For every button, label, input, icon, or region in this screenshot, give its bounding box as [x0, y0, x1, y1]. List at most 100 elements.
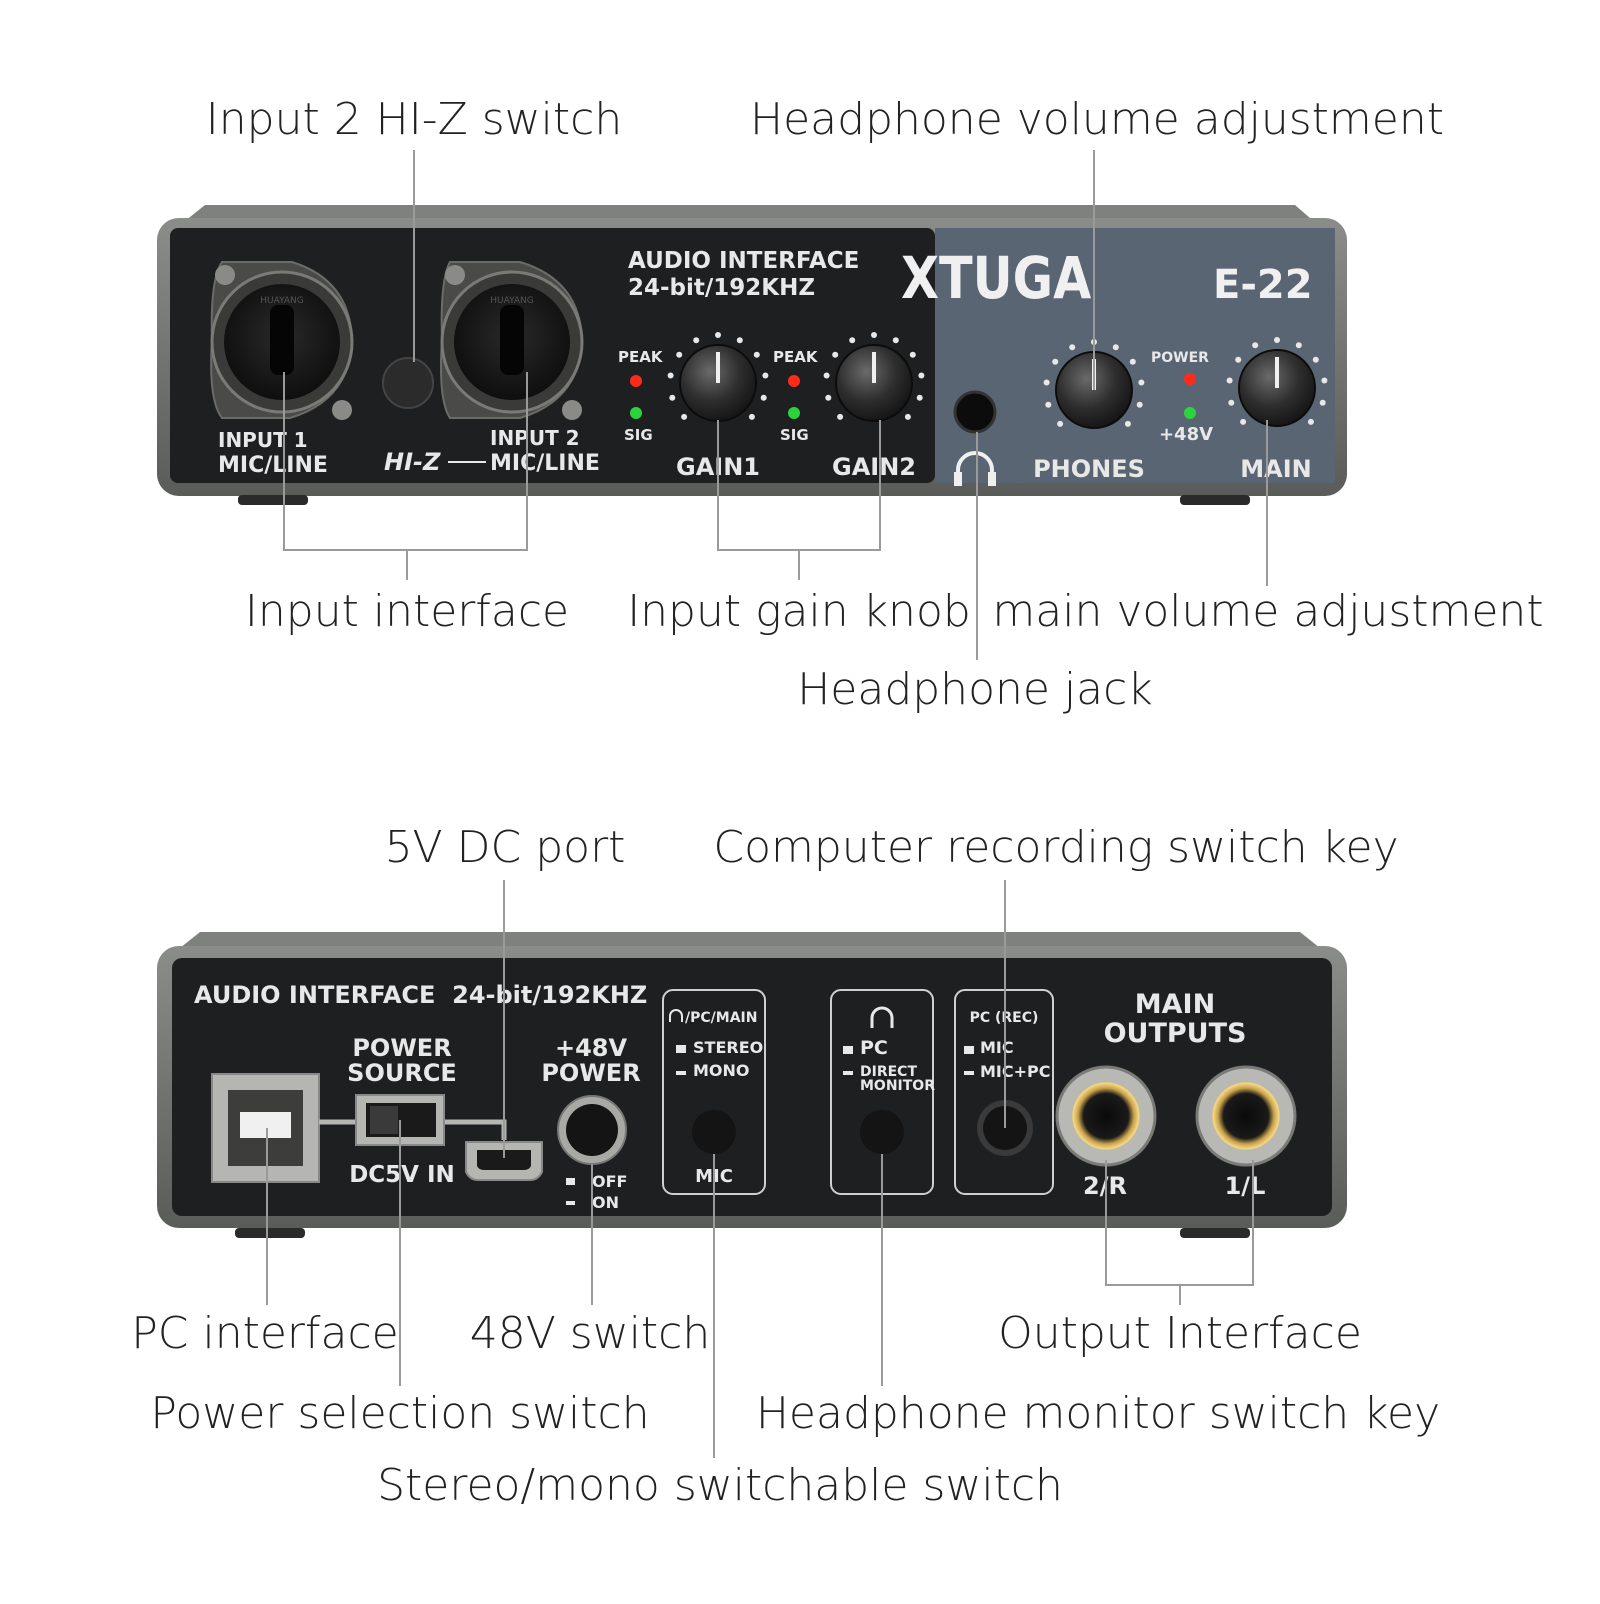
direct-indicator-icon: [843, 1071, 853, 1075]
on-indicator-icon: [566, 1201, 575, 1205]
front-device: HUAYANG HUAYANG INPUT 1 MIC/LINE INPUT 2…: [157, 205, 1347, 505]
phantom-led: [1184, 407, 1196, 419]
input1-label-line1: INPUT 1: [218, 428, 308, 452]
peak-label-2: PEAK: [773, 348, 819, 366]
leader-input-bracket: [283, 372, 528, 551]
pc-label: PC: [860, 1037, 888, 1059]
main-outputs-line1: MAIN: [1135, 989, 1215, 1020]
off-indicator-icon: [566, 1178, 575, 1185]
headphone-icon: [956, 451, 994, 484]
knob-tick-icon: [693, 337, 700, 344]
callout-pc-interface: PC interface: [131, 1308, 398, 1359]
knob-tick-icon: [667, 372, 674, 379]
knob-tick-icon: [837, 413, 844, 420]
gain1-knob[interactable]: [679, 344, 757, 422]
peak-label-1: PEAK: [618, 348, 664, 366]
callout-stereo-mono: Stereo/mono switchable switch: [377, 1460, 1063, 1511]
knob-tick-icon: [1124, 420, 1131, 427]
xlr-brand-mark: HUAYANG: [490, 296, 534, 306]
knob-tick-icon: [1043, 379, 1050, 386]
screw-icon: [562, 400, 582, 420]
knob-tick-icon: [1319, 399, 1326, 406]
callout-power-selection: Power selection switch: [150, 1388, 649, 1439]
knob-tick-icon: [760, 394, 767, 401]
callout-pc-recording: Computer recording switch key: [713, 822, 1398, 873]
dc-5v-port[interactable]: [465, 1141, 543, 1181]
callout-output-interface: Output Interface: [998, 1308, 1362, 1359]
knob-tick-icon: [892, 337, 899, 344]
callout-dc-port: 5V DC port: [385, 822, 626, 873]
power-led: [1184, 373, 1196, 385]
knob-tick-icon: [825, 394, 832, 401]
callout-input-gain: Input gain knob: [627, 586, 971, 637]
phantom-power-switch[interactable]: [557, 1095, 627, 1165]
output-jack-1l[interactable]: [1195, 1065, 1297, 1167]
knob-tick-icon: [1112, 344, 1119, 351]
headphone-jack[interactable]: [953, 390, 997, 434]
knob-tick-icon: [753, 351, 760, 358]
input1-label-line2: MIC/LINE: [218, 453, 328, 478]
knob-tick-icon: [1274, 337, 1280, 343]
headphone-icon-earcup-right: [988, 472, 996, 486]
front-foot-left: [238, 495, 308, 505]
front-callouts: Input 2 HI-Z switch Headphone volume adj…: [206, 94, 1544, 715]
direct-monitor-line2: MONITOR: [860, 1078, 935, 1094]
phantom-power-line1: +48V: [555, 1034, 628, 1062]
knob-tick-icon: [904, 413, 911, 420]
input2-xlr-combo-jack[interactable]: HUAYANG: [440, 261, 584, 420]
headphone-icon: [669, 1009, 683, 1022]
direct-monitor-switch[interactable]: [860, 1110, 904, 1154]
callout-main-volume: main volume adjustment: [992, 586, 1543, 637]
sig-led-2: [788, 407, 800, 419]
direct-monitor-line1: DIRECT: [860, 1064, 917, 1080]
power-led-label: POWER: [1151, 350, 1209, 366]
rear-foot-left: [235, 1228, 305, 1238]
screw-icon: [332, 400, 352, 420]
rear-black-panel: [172, 958, 1332, 1216]
knob-tick-icon: [1312, 356, 1319, 363]
peak-led-1: [630, 375, 642, 387]
rear-callouts: 5V DC port Computer recording switch key…: [131, 822, 1440, 1511]
front-title-line1: AUDIO INTERFACE: [628, 248, 859, 274]
knob-tick-icon: [715, 332, 721, 338]
knob-tick-icon: [1321, 377, 1328, 384]
main-volume-knob[interactable]: [1238, 349, 1316, 427]
screw-icon: [445, 265, 465, 285]
knob-tick-icon: [1052, 358, 1059, 365]
peak-led-2: [788, 375, 800, 387]
knob-tick-icon: [1069, 344, 1076, 351]
callout-headphone-monitor: Headphone monitor switch key: [756, 1388, 1440, 1439]
off-label: OFF: [592, 1172, 627, 1191]
headphone-icon: [870, 1006, 894, 1028]
knob-tick-icon: [832, 351, 839, 358]
power-source-line1: POWER: [352, 1034, 451, 1062]
knob-tick-icon: [823, 372, 830, 379]
knob-tick-icon: [676, 351, 683, 358]
rear-foot-right: [1180, 1228, 1250, 1238]
phantom-power-line2: POWER: [541, 1059, 640, 1087]
rear-device: AUDIO INTERFACE 24-bit/192KHZ POWER SOUR…: [157, 932, 1347, 1238]
xlr-brand-mark: HUAYANG: [260, 296, 304, 306]
knob-tick-icon: [1240, 418, 1247, 425]
hiz-switch[interactable]: [382, 357, 434, 409]
input1-xlr-combo-jack[interactable]: HUAYANG: [210, 261, 354, 420]
usb-b-port[interactable]: [211, 1073, 320, 1183]
stereo-mono-switch[interactable]: [692, 1110, 736, 1154]
gain2-knob[interactable]: [835, 344, 913, 422]
output-jack-2r[interactable]: [1055, 1065, 1157, 1167]
knob-tick-icon: [1129, 358, 1136, 365]
knob-tick-icon: [909, 351, 916, 358]
knob-tick-icon: [918, 372, 925, 379]
knob-tick-icon: [1226, 377, 1233, 384]
input2-label-line1: INPUT 2: [490, 426, 580, 450]
brand-logo: XTUGA: [901, 244, 1092, 312]
rec-mic-indicator-icon: [964, 1046, 974, 1054]
knob-tick-icon: [871, 332, 877, 338]
out-1l-label: 1/L: [1225, 1172, 1266, 1200]
rec-mic-pc-indicator-icon: [964, 1071, 974, 1075]
stereo-label: STEREO: [693, 1038, 763, 1057]
rear-title: AUDIO INTERFACE 24-bit/192KHZ: [194, 981, 647, 1009]
knob-tick-icon: [1136, 401, 1143, 408]
